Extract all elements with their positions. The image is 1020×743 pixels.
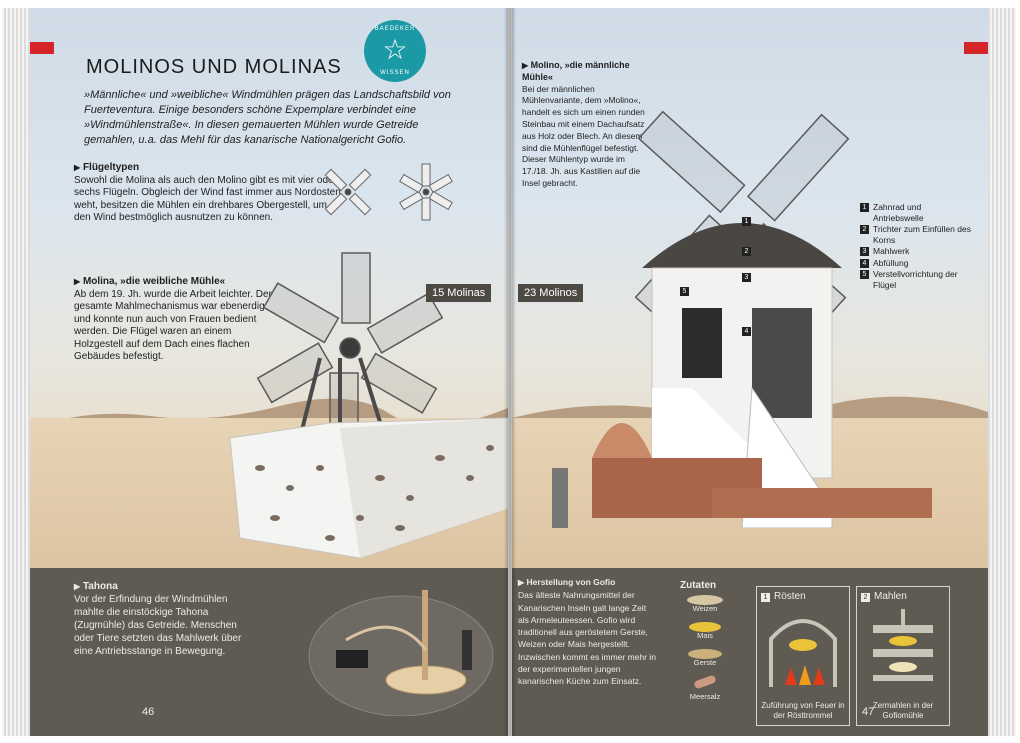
page-title: MOLINOS UND MOLINAS xyxy=(86,56,342,78)
gofio-text: Das älteste Nahrungsmittel der Kanarisch… xyxy=(518,590,656,687)
red-tab-marker xyxy=(964,42,988,54)
step-1-title: Rösten xyxy=(774,591,806,602)
marker-2: 2 xyxy=(742,247,751,256)
step-2-caption: Zermahlen in der Gofiomühle xyxy=(872,701,934,720)
step-1-caption: Zuführung von Feuer in der Rösttrommel xyxy=(761,701,845,720)
molina-windmill-illustration xyxy=(229,252,508,559)
marker-5: 5 xyxy=(680,287,689,296)
right-page: ▶ Molino, »die männliche Mühle« Bei der … xyxy=(512,8,988,736)
marker-4: 4 xyxy=(742,327,751,336)
molino-section: ▶ Molino, »die männliche Mühle« Bei der … xyxy=(522,60,652,190)
triangle-icon: ▶ xyxy=(518,578,525,587)
fluegeltypen-section: ▶ Flügeltypen Sowohl die Molina als auch… xyxy=(74,162,344,225)
badge-top-text: BAEDEKER xyxy=(374,26,416,32)
step-roesten-panel: 1 Rösten Zuführung von Feuer in der Röstt… xyxy=(756,586,850,726)
page-number-left: 46 xyxy=(142,706,155,718)
intro-text: »Männliche« und »weibliche« Windmühlen p… xyxy=(84,89,451,146)
step-1-number: 1 xyxy=(761,593,770,602)
page-edge-left xyxy=(2,8,30,736)
badge-bottom-text: WISSEN xyxy=(380,70,410,76)
tahona-section: ▶ Tahona Vor der Erfindung der Windmühle… xyxy=(74,580,254,658)
page-edge-right xyxy=(988,8,1016,736)
triangle-icon: ▶ xyxy=(74,277,81,286)
step-mahlen-panel: 2 Mahlen Zermahlen in der Gofiomühle xyxy=(856,586,950,726)
triangle-icon: ▶ xyxy=(74,582,81,591)
milling-illustration xyxy=(873,609,933,681)
sky-background xyxy=(30,8,508,438)
baedeker-wissen-badge: BAEDEKER ☆ WISSEN xyxy=(364,20,426,82)
triangle-icon: ▶ xyxy=(74,163,81,172)
gofio-heading: Herstellung von Gofio xyxy=(526,577,616,587)
molinos-count-label: 23 Molinos xyxy=(518,284,584,302)
molinas-count-label: 15 Molinas xyxy=(426,284,492,302)
molino-heading: Molino, »die männliche Mühle« xyxy=(522,60,630,82)
marker-3: 3 xyxy=(742,273,751,282)
molina-text: Ab dem 19. Jh. wurde die Arbeit leichter… xyxy=(74,288,272,363)
tahona-illustration xyxy=(308,590,494,716)
marker-1: 1 xyxy=(742,217,751,226)
roasting-illustration xyxy=(769,619,837,687)
tahona-text: Vor der Erfindung der Windmühlen mahlte … xyxy=(74,594,242,657)
ingredient-meersalz: Meersalz xyxy=(689,692,721,701)
triangle-icon: ▶ xyxy=(522,61,529,70)
left-page: MOLINOS UND MOLINAS BAEDEKER ☆ WISSEN »M… xyxy=(30,8,508,736)
molina-heading: Molina, »die weibliche Mühle« xyxy=(82,276,226,287)
step-2-number: 2 xyxy=(861,593,870,602)
book-gutter xyxy=(504,8,516,736)
gofio-section: ▶ Herstellung von Gofio Das älteste Nahr… xyxy=(518,576,658,688)
ingredient-mais: Mais xyxy=(697,631,713,640)
fluegeltypen-heading: Flügeltypen xyxy=(82,162,140,173)
step-2-title: Mahlen xyxy=(874,591,907,602)
fluegeltypen-text: Sowohl die Molina als auch den Molino gi… xyxy=(74,174,341,224)
molina-section: ▶ Molina, »die weibliche Mühle« Ab dem 1… xyxy=(74,276,274,364)
molino-windmill-illustration xyxy=(552,110,932,528)
wing-types-illustration xyxy=(324,163,453,221)
red-tab-marker xyxy=(30,42,54,54)
zutaten-heading: Zutaten xyxy=(680,580,717,591)
ingredient-gerste: Gerste xyxy=(693,658,717,667)
ingredients-illustration xyxy=(687,595,723,689)
ingredient-weizen: Weizen xyxy=(692,604,718,613)
page-number-right: 47 xyxy=(862,706,875,718)
molino-text: Bei der männlichen Mühlenvariante, dem »… xyxy=(522,83,645,188)
star-icon: ☆ xyxy=(382,34,408,65)
tahona-heading: Tahona xyxy=(82,581,118,592)
